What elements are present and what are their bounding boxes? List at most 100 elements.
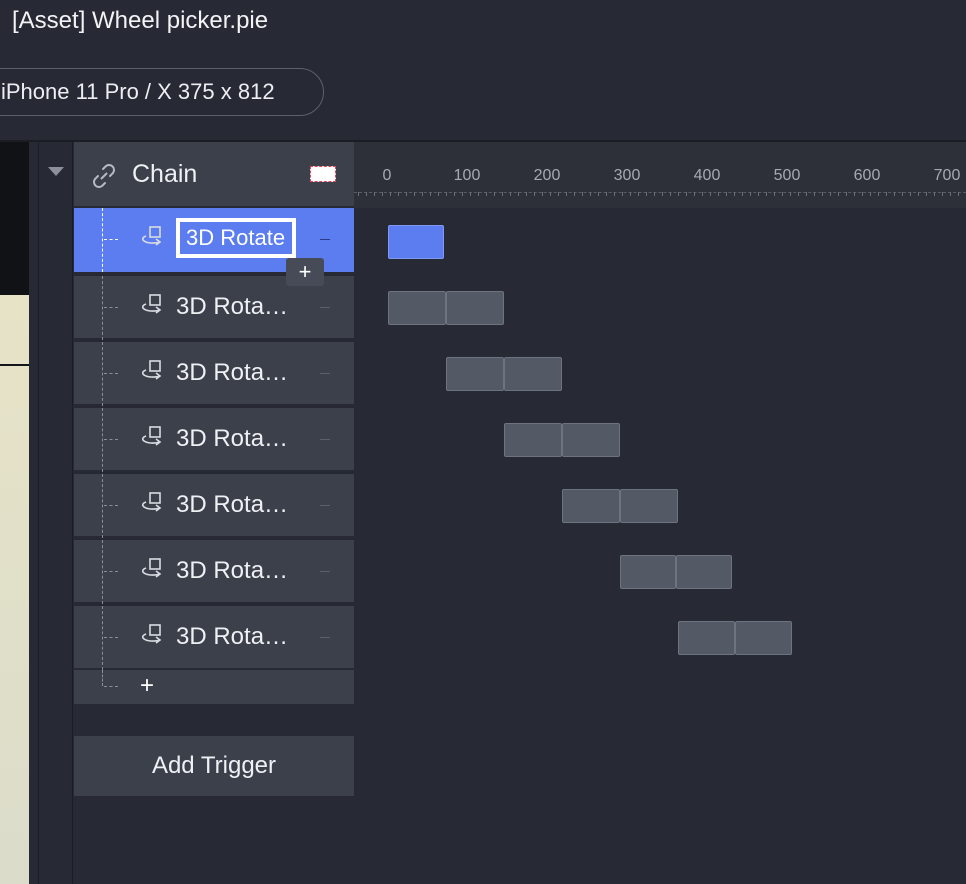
timeline-bar[interactable] — [620, 555, 676, 589]
device-selector[interactable]: iPhone 11 Pro / X 375 x 812 — [0, 68, 324, 116]
rotate-3d-icon — [141, 360, 162, 380]
ruler-tick — [646, 192, 647, 196]
ruler-tick-label: 300 — [613, 167, 641, 184]
tree-line — [104, 439, 118, 440]
timeline-bar[interactable] — [734, 621, 792, 655]
ruler-tick — [942, 192, 943, 196]
timeline-bar[interactable] — [677, 621, 735, 655]
ruler-tick-label: 600 — [853, 167, 881, 184]
ruler-tick-label: 0 — [382, 167, 392, 184]
ruler-tick — [438, 192, 439, 196]
ruler-tick — [934, 192, 935, 196]
timeline-bar[interactable] — [562, 423, 620, 457]
tree-line — [104, 571, 118, 572]
animation-row[interactable]: 3D Rota… — [74, 538, 354, 604]
ruler-tick-label: 200 — [533, 167, 561, 184]
rename-input-text: 3D Rotate — [180, 222, 292, 254]
ruler-tick — [678, 192, 679, 196]
collapse-arrow-icon[interactable] — [48, 167, 64, 176]
ruler-tick — [390, 192, 391, 196]
ruler-tick — [790, 192, 791, 196]
tree-line — [102, 408, 103, 472]
timeline-bar[interactable] — [446, 291, 504, 325]
ruler-tick — [566, 192, 567, 196]
tree-line — [102, 276, 103, 340]
ruler-baseline — [354, 192, 966, 203]
canvas-preview-line — [0, 364, 29, 366]
timeline-bar[interactable] — [676, 555, 732, 589]
ruler-tick — [654, 192, 655, 196]
ruler-tick — [614, 192, 615, 196]
ruler-tick — [558, 192, 559, 196]
timeline-bar[interactable] — [619, 489, 678, 523]
rename-input[interactable]: 3D Rotate — [176, 218, 296, 258]
add-child-button[interactable]: + — [286, 258, 324, 286]
ruler-tick — [886, 192, 887, 196]
window-title: [Asset] Wheel picker.pie — [12, 7, 269, 34]
tree-line — [104, 686, 118, 687]
ruler-tick-label: 400 — [693, 167, 721, 184]
row-handle[interactable] — [320, 637, 330, 638]
link-icon — [93, 164, 115, 188]
row-handle[interactable] — [320, 571, 330, 572]
timeline-bar[interactable] — [503, 357, 562, 391]
animation-row[interactable]: 3D Rota… — [74, 406, 354, 472]
ruler-tick — [734, 192, 735, 196]
ruler-tick — [694, 192, 695, 196]
tree-line — [102, 670, 103, 686]
ruler-tick — [798, 192, 799, 196]
ruler-tick — [462, 192, 463, 196]
ruler-tick — [702, 192, 703, 196]
tree-line — [104, 505, 118, 506]
ruler-tick — [526, 192, 527, 196]
ruler-tick — [774, 192, 775, 196]
ruler-tick — [670, 192, 671, 196]
ruler-tick — [374, 192, 375, 196]
add-animation-row[interactable]: + — [74, 670, 354, 704]
rotate-3d-icon — [141, 294, 162, 314]
ruler-tick — [542, 192, 543, 196]
animation-row[interactable]: 3D Rota… — [74, 604, 354, 670]
ruler-tick — [414, 192, 415, 196]
tree-line — [102, 540, 103, 604]
chain-color-swatch[interactable] — [310, 166, 336, 182]
canvas-preview-light-area — [0, 295, 29, 884]
timeline-bar[interactable] — [388, 291, 446, 325]
chain-header[interactable]: Chain — [74, 142, 354, 206]
ruler-tick — [478, 192, 479, 196]
animation-label: 3D Rota… — [176, 293, 289, 320]
ruler-tick — [422, 192, 423, 196]
ruler-tick — [814, 192, 815, 196]
ruler-tick — [758, 192, 759, 196]
ruler-tick — [750, 192, 751, 196]
timeline-bar[interactable] — [504, 423, 562, 457]
row-handle[interactable] — [320, 307, 330, 308]
ruler-tick — [918, 192, 919, 196]
animation-row[interactable]: 3D Rota… — [74, 472, 354, 538]
ruler-tick — [910, 192, 911, 196]
ruler-tick — [742, 192, 743, 196]
ruler-tick — [902, 192, 903, 196]
ruler-tick — [486, 192, 487, 196]
timeline-bar[interactable] — [445, 357, 504, 391]
ruler-tick — [662, 192, 663, 196]
ruler-tick — [406, 192, 407, 196]
row-handle[interactable] — [320, 373, 330, 374]
ruler-tick — [686, 192, 687, 196]
row-handle[interactable] — [320, 505, 330, 506]
animation-row[interactable]: 3D Rota… — [74, 340, 354, 406]
animation-label: 3D Rota… — [176, 425, 289, 452]
add-trigger-button[interactable]: Add Trigger — [74, 736, 354, 796]
add-animation-button[interactable]: + — [140, 672, 155, 699]
row-handle[interactable] — [320, 239, 330, 240]
ruler-tick — [822, 192, 823, 196]
row-handle[interactable] — [320, 439, 330, 440]
ruler-tick — [470, 192, 471, 196]
panel-divider — [0, 140, 966, 142]
timeline-bar[interactable] — [561, 489, 620, 523]
ruler-tick — [958, 192, 959, 196]
timeline-bar[interactable] — [388, 225, 444, 259]
panel-divider-left — [38, 142, 39, 884]
ruler-tick — [430, 192, 431, 196]
